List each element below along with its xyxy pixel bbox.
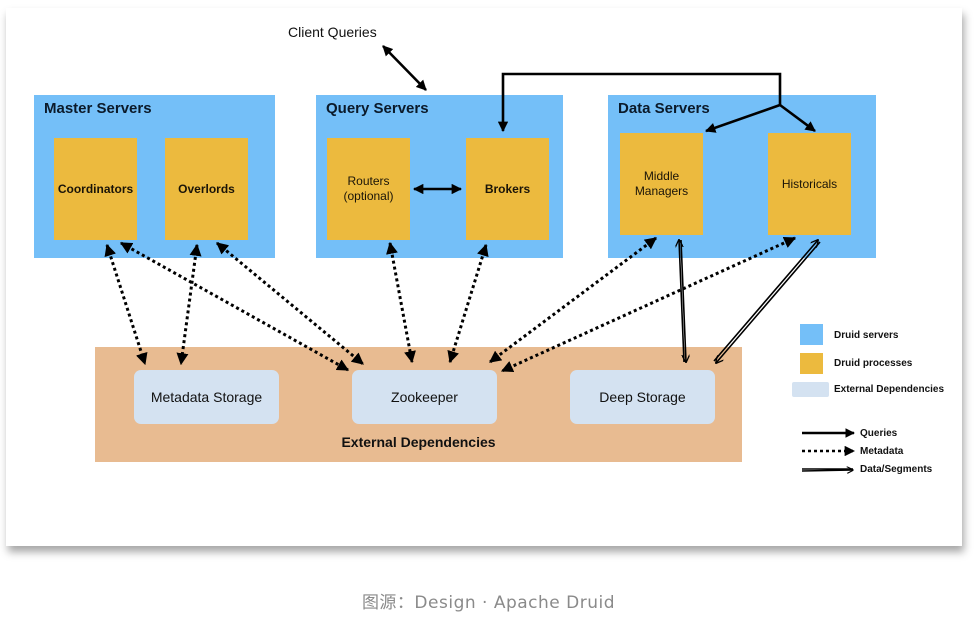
arrow-overlords-zookeeper: [216, 241, 364, 366]
legend-label-queries: Queries: [860, 428, 898, 439]
legend-label-servers: Druid servers: [834, 330, 899, 341]
legend-label-data-segments: Data/Segments: [860, 464, 933, 475]
overlords-process: Overlords: [165, 138, 248, 240]
arrow-overlords-metadata: [176, 243, 202, 366]
deep-storage: Deep Storage: [570, 370, 715, 424]
historicals-process: Historicals: [768, 133, 851, 235]
arrow-routers-zookeeper: [386, 241, 416, 364]
data-servers-title: Data Servers: [618, 100, 710, 117]
arrow-historicals-to-brokers: [497, 72, 782, 133]
arrow-to-middle-managers: [705, 103, 781, 133]
segment-arrows: [679, 240, 820, 363]
legend-label-external: External Dependencies: [834, 384, 945, 395]
image-caption: 图源：Design · Apache Druid: [361, 593, 616, 613]
legend-label-metadata: Metadata: [860, 446, 904, 457]
arrow-brokers-zookeeper: [447, 243, 489, 364]
arrow-to-historicals: [779, 103, 816, 133]
metadata-arrows: [104, 236, 797, 373]
coordinators-process: Coordinators: [54, 138, 137, 240]
arrow-middlemanagers-zookeeper: [489, 236, 657, 364]
brokers-process: Brokers: [466, 138, 549, 240]
legend-label-processes: Druid processes: [834, 358, 913, 369]
arrow-historicals-zookeeper: [500, 236, 797, 373]
arrow-middlemanagers-deepstorage: [679, 240, 686, 362]
external-dependencies-title: External Dependencies: [341, 434, 496, 450]
legend-arrow-segments: [801, 469, 853, 471]
legend-arrows: [801, 428, 854, 471]
legend-swatch-external: [792, 382, 829, 397]
master-servers-title: Master Servers: [44, 100, 152, 117]
query-servers-title: Query Servers: [326, 100, 429, 117]
arrow-coordinators-zookeeper: [119, 241, 350, 372]
client-queries-label: Client Queries: [288, 24, 377, 40]
query-arrows: [382, 45, 816, 195]
middle-managers-label: Middle Managers: [634, 169, 689, 198]
arrow-coordinators-metadata: [104, 243, 148, 366]
zookeeper: Zookeeper: [352, 370, 497, 424]
routers-process: Routers (optional): [327, 138, 410, 240]
metadata-storage: Metadata Storage: [134, 370, 279, 424]
arrow-client-to-query: [382, 45, 427, 91]
middle-managers-process: Middle Managers: [620, 133, 703, 235]
arrow-historicals-deepstorage: [714, 240, 820, 363]
routers-label: Routers (optional): [343, 174, 394, 203]
